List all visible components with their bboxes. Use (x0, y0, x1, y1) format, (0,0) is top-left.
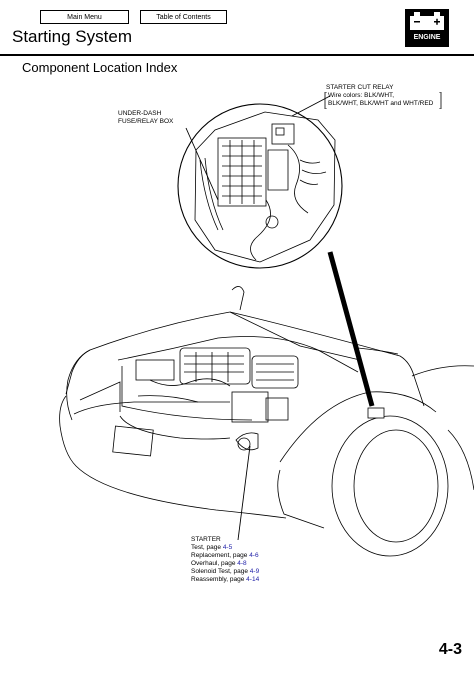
engine-battery-icon: ENGINE (405, 9, 449, 47)
engine-bay (117, 336, 385, 451)
starter-item-solenoid-test: Solenoid Test, page 4-9 (191, 568, 260, 575)
starter-cut-relay-wire-colors-1: Wire colors: BLK/WHT, (328, 92, 395, 99)
page-link-4-14[interactable]: 4-14 (246, 576, 260, 583)
page-link-4-5[interactable]: 4-5 (222, 544, 233, 551)
car-outline (59, 286, 474, 557)
starter-callout: STARTER Test, page 4-5 Replacement, page… (191, 536, 259, 584)
bracket-right-icon (439, 92, 442, 109)
starter-cut-relay-title: STARTER CUT RELAY (326, 84, 394, 91)
fuse-relay-box-callout: UNDER-DASH FUSE/RELAY BOX (118, 110, 173, 126)
starter-cut-relay-wire-colors-2: BLK/WHT, BLK/WHT and WHT/RED (328, 100, 434, 107)
page-subtitle: Component Location Index (22, 60, 178, 75)
dash-inset-detail (177, 103, 343, 269)
starter-item-test: Test, page 4-5 (191, 544, 233, 551)
starter-item-replacement: Replacement, page 4-6 (191, 552, 259, 559)
starter-title: STARTER (191, 536, 221, 543)
fuse-box-label-2: FUSE/RELAY BOX (118, 118, 174, 125)
fuse-box-label-1: UNDER-DASH (118, 110, 162, 117)
table-of-contents-button[interactable]: Table of Contents (140, 10, 227, 24)
page-link-4-6[interactable]: 4-6 (249, 552, 259, 559)
page-link-4-9[interactable]: 4-9 (249, 568, 260, 575)
section-title: Starting System (12, 27, 132, 46)
starter-item-overhaul: Overhaul, page 4-8 (191, 560, 247, 567)
title-divider (0, 54, 474, 56)
page-number: 4-3 (438, 641, 462, 658)
starter-cut-relay-callout: STARTER CUT RELAY Wire colors: BLK/WHT, … (324, 84, 442, 109)
starter-item-reassembly: Reassembly, page 4-14 (191, 576, 260, 583)
bracket-left-icon (324, 92, 327, 109)
main-menu-button[interactable]: Main Menu (40, 10, 129, 24)
page-link-4-8[interactable]: 4-8 (237, 560, 247, 567)
svg-text:ENGINE: ENGINE (414, 34, 441, 41)
